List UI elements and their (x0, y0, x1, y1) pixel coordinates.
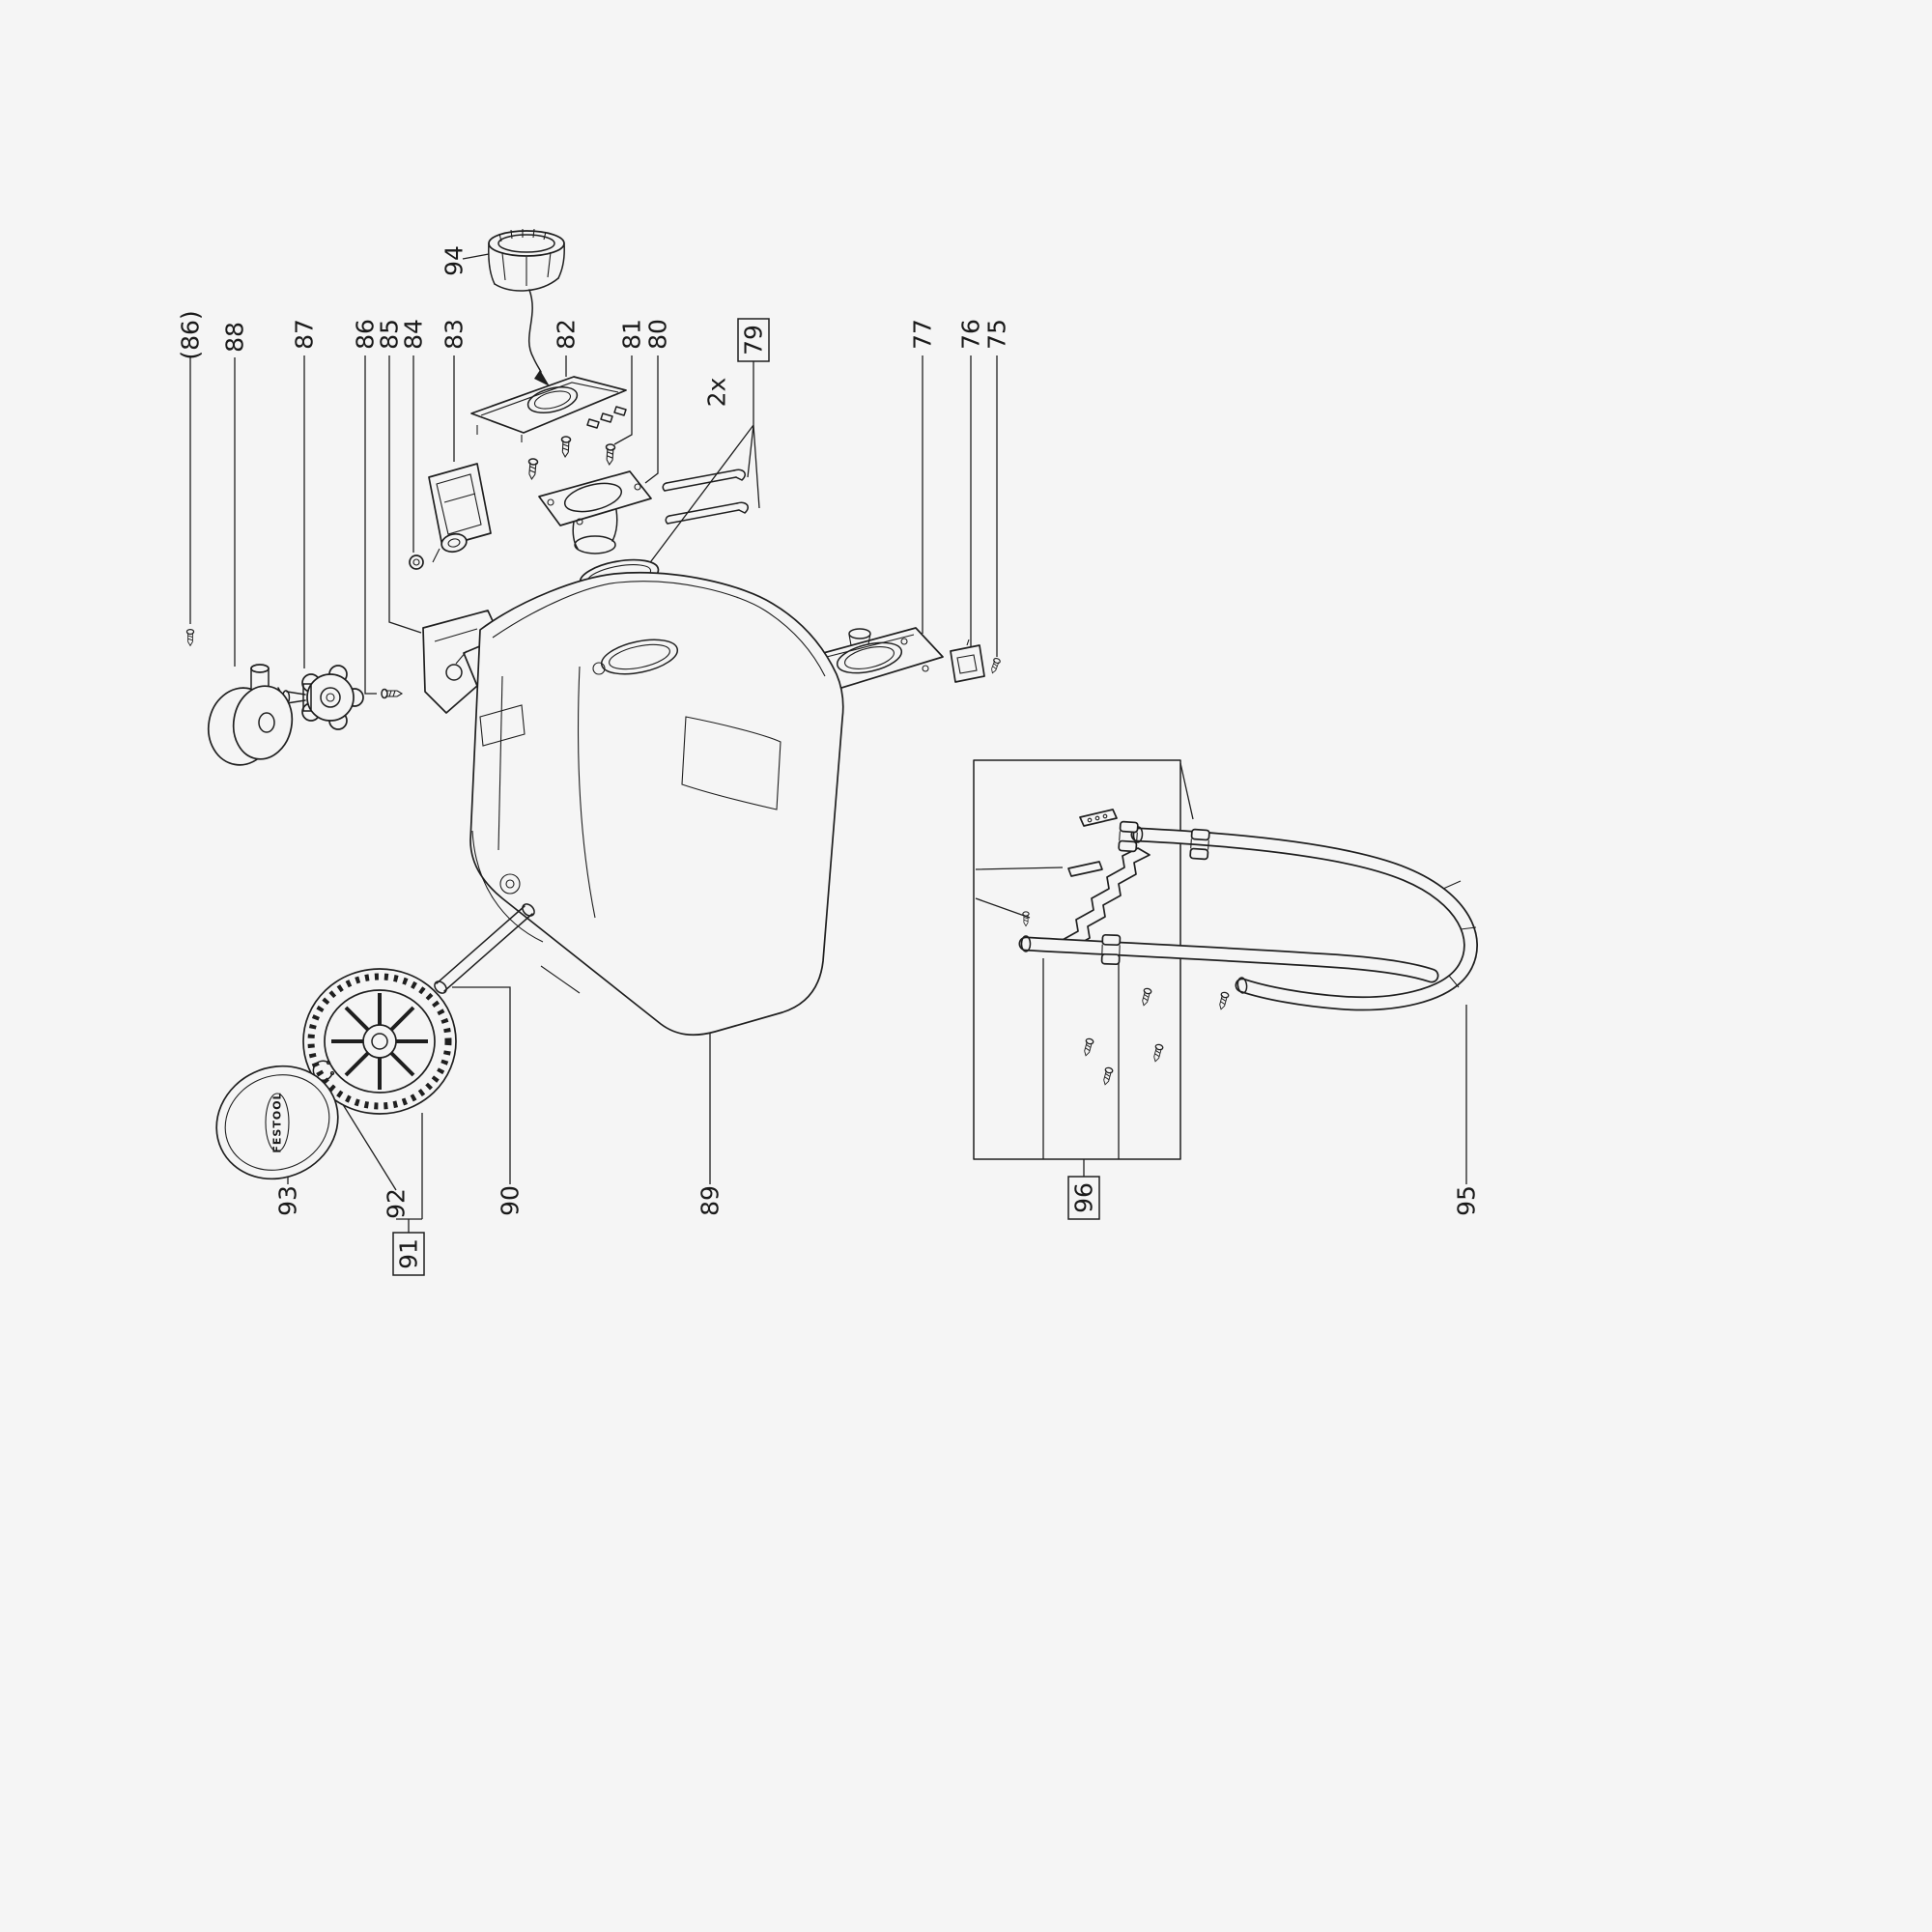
part-label-77: 77 (909, 319, 937, 350)
part-75-screw (988, 657, 1002, 675)
part-label-90: 90 (497, 1185, 525, 1216)
part-94-crown (488, 228, 565, 386)
quantity-annotation-2x: 2x (703, 378, 731, 408)
part-label-79-box (737, 318, 770, 362)
part-label-83: 83 (440, 319, 469, 350)
part-76-clip (950, 639, 985, 683)
part-label-75: 75 (983, 319, 1011, 350)
part-83-latch-housing (428, 463, 492, 563)
part-label-96-box (1067, 1176, 1100, 1220)
part-82-cover-plate (470, 376, 627, 442)
part-81-screws (526, 436, 616, 481)
part-label-96: 96 (1070, 1182, 1098, 1213)
part-86p-screw (185, 628, 195, 647)
part-86-screw (381, 688, 403, 699)
part-label-81: 81 (618, 319, 646, 350)
part-89-container (469, 571, 844, 1037)
part-90-axle (434, 903, 535, 994)
labels: 94 (86) 88 87 86 85 84 83 82 81 80 79 2x… (177, 245, 1481, 1276)
part-96-hardware-box (973, 759, 1230, 1160)
part-80-inlet-flange (538, 470, 652, 554)
part-label-89: 89 (696, 1185, 724, 1216)
part-label-93: 93 (274, 1185, 302, 1216)
part-93-wheel-cap: FESTOOL (215, 1065, 339, 1180)
part-label-82: 82 (553, 319, 581, 350)
part-label-86: 86 (352, 319, 380, 350)
part-label-91: 91 (395, 1238, 423, 1269)
leader-lines (189, 253, 1467, 1233)
part-95-handle (1018, 820, 1478, 1011)
part-label-84: 84 (400, 319, 428, 350)
part-91-wheel (302, 968, 457, 1115)
part-88-caster (207, 664, 294, 766)
part-label-85: 85 (376, 319, 404, 350)
part-84-ring (409, 554, 424, 570)
part-label-80: 80 (644, 319, 672, 350)
part-label-87: 87 (291, 319, 319, 350)
part-label-91-box (392, 1232, 425, 1276)
part-label-88: 88 (221, 322, 249, 353)
part-label-95: 95 (1453, 1185, 1481, 1216)
part-87-knob (281, 665, 364, 730)
part-label-76: 76 (957, 319, 985, 350)
part-label-92: 92 (383, 1188, 411, 1219)
part-label-94: 94 (440, 245, 469, 276)
part-79-brackets (662, 469, 750, 525)
brand-logo-text: FESTOOL (271, 1092, 284, 1152)
part-label-86-alt: (86) (177, 310, 205, 359)
part-label-79: 79 (740, 325, 768, 355)
